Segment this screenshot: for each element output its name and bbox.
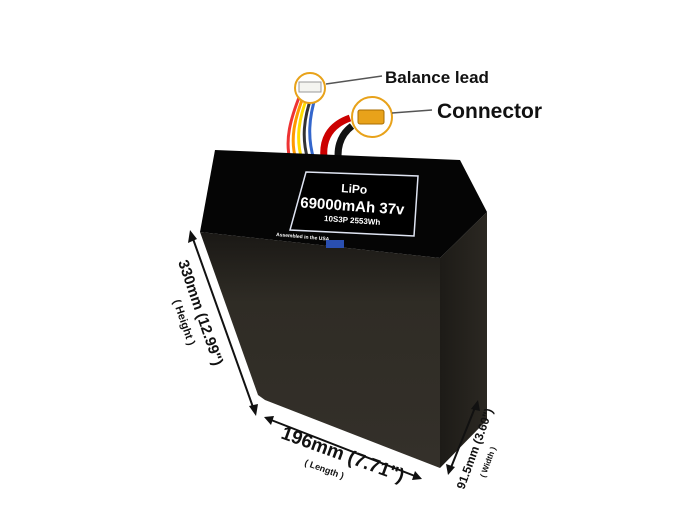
balance-plug-icon <box>298 81 322 93</box>
connector-label: Connector <box>437 100 542 123</box>
xt-connector-icon <box>357 109 385 125</box>
label-assembled: Assembled in the USA <box>276 232 330 243</box>
brand-logo-icon <box>326 240 344 248</box>
balance-lead-label: Balance lead <box>385 68 489 87</box>
label-chemistry: LiPo <box>341 181 368 197</box>
label-config-energy: 10S3P 2553Wh <box>324 214 381 227</box>
battery-label: LiPo 69000mAh 37v 10S3P 2553Wh Assembled… <box>276 171 419 248</box>
